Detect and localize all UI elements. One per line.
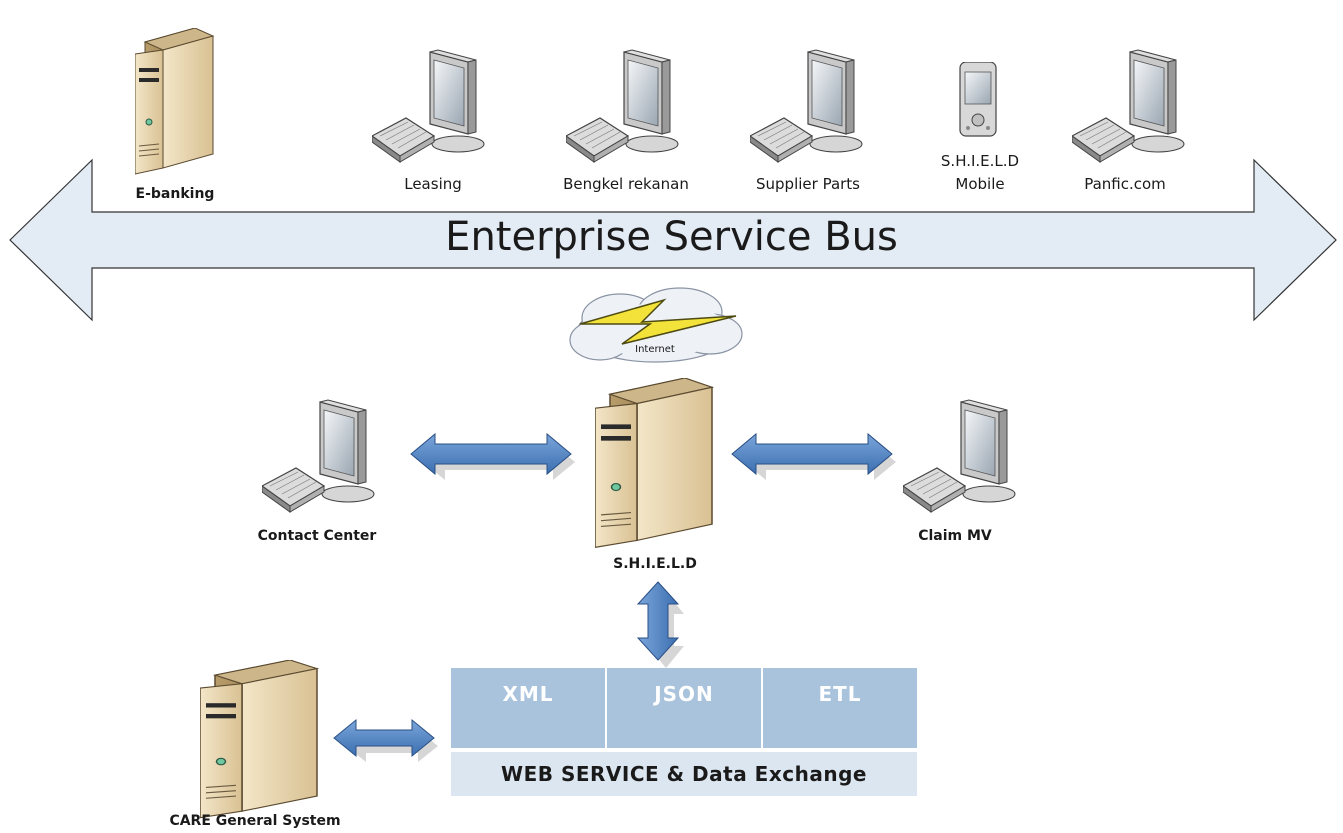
etl-cell: ETL: [763, 668, 917, 748]
bus-title: Enterprise Service Bus: [445, 214, 898, 260]
supplier-parts-label: Supplier Parts: [756, 175, 860, 193]
desktop-computer-icon: [372, 49, 485, 163]
web-service-block: XML JSON ETL WEB SERVICE & Data Exchange: [451, 668, 917, 798]
enterprise-service-bus-arrow: [9, 158, 1337, 322]
xml-cell: XML: [451, 668, 605, 748]
mobile-device-icon: [959, 62, 997, 137]
care-link-arrow: [333, 718, 438, 762]
claim-mv-link-arrow: [731, 432, 896, 480]
cloud-lightning-icon: [569, 287, 743, 363]
web-service-title: WEB SERVICE & Data Exchange: [451, 752, 917, 796]
json-cell: JSON: [607, 668, 761, 748]
care-label: CARE General System: [169, 813, 341, 829]
shield-mobile-label-line2: Mobile: [955, 175, 1005, 193]
server-icon: [595, 378, 713, 549]
panfic-label: Panfic.com: [1084, 175, 1166, 193]
bengkel-rekanan-label: Bengkel rekanan: [563, 175, 689, 193]
server-icon: [135, 28, 214, 175]
web-service-link-arrow: [636, 581, 684, 668]
shield-server-label: S.H.I.E.L.D: [613, 556, 697, 572]
contact-center-link-arrow: [410, 432, 575, 480]
server-icon: [200, 660, 318, 819]
ebanking-label: E-banking: [135, 186, 215, 202]
leasing-label: Leasing: [404, 175, 462, 193]
shield-mobile-label-line1: S.H.I.E.L.D: [940, 152, 1020, 170]
desktop-computer-icon: [750, 49, 863, 163]
desktop-computer-icon: [1072, 49, 1185, 163]
claim-mv-label: Claim MV: [918, 528, 992, 544]
internet-label: Internet: [635, 344, 675, 355]
contact-center-label: Contact Center: [257, 528, 377, 544]
desktop-computer-icon: [566, 49, 679, 163]
desktop-computer-icon: [903, 399, 1016, 513]
desktop-computer-icon: [262, 399, 375, 513]
